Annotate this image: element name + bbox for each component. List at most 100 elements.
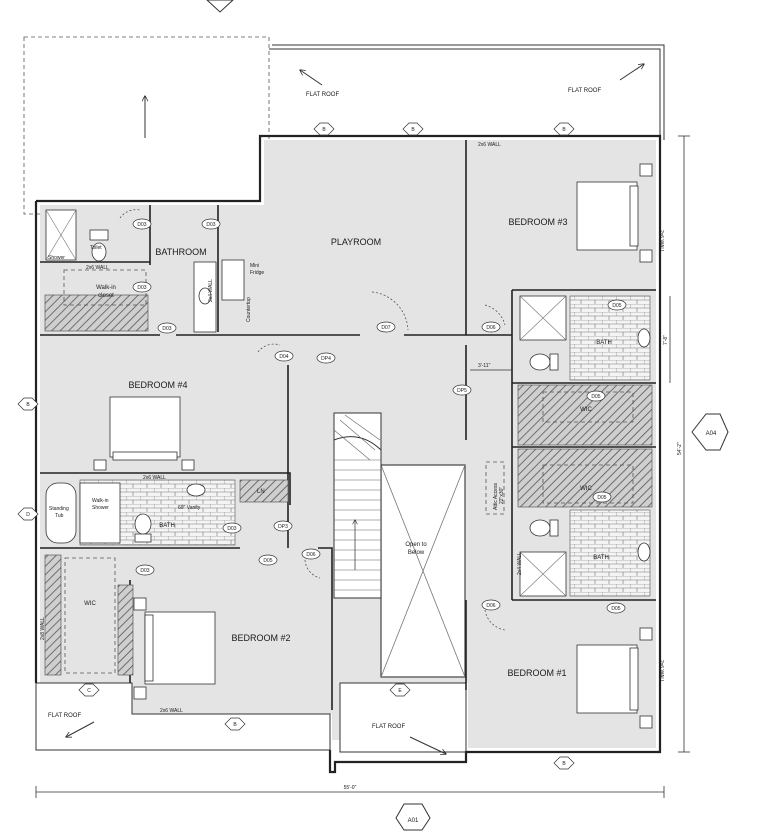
- hatch-wall-6: [239, 479, 289, 503]
- door-tag: D06: [481, 599, 501, 611]
- svg-text:D07: D07: [381, 325, 390, 331]
- door-tag: D05: [586, 390, 606, 402]
- toilet-bath3: [529, 353, 559, 371]
- room-bedroom4: BEDROOM #4: [128, 380, 187, 390]
- section-mark-bottom: A01: [395, 803, 431, 831]
- svg-text:D06: D06: [486, 603, 495, 609]
- room-bedroom1: BEDROOM #1: [507, 668, 566, 678]
- svg-text:B: B: [562, 127, 566, 133]
- svg-text:B: B: [411, 127, 415, 133]
- shower-bathroom: [45, 209, 77, 261]
- flat-roof-label-4: FLAT ROOF: [372, 724, 405, 730]
- room-linen: LN: [257, 489, 265, 495]
- svg-text:D03: D03: [227, 526, 236, 532]
- walkin-closet-line2: closet: [98, 293, 114, 299]
- fixture-mini-fridge-1: Mini: [250, 263, 259, 269]
- svg-text:D06: D06: [486, 325, 495, 331]
- hatch-wall-5: [117, 584, 134, 676]
- door-tag: D06: [301, 548, 321, 560]
- open-to-below-line1: Open to: [405, 542, 427, 548]
- hatch-wall-4: [44, 554, 62, 676]
- fixture-countertop: Countertop: [246, 297, 252, 322]
- section-mark-top: [206, 0, 234, 13]
- room-wic-b3: WIC: [580, 407, 592, 413]
- svg-text:D06: D06: [306, 552, 315, 558]
- room-bath-b3: BATH: [596, 340, 612, 346]
- flat-roof-label-2: FLAT ROOF: [568, 88, 601, 94]
- door-tag: DP4: [316, 352, 336, 364]
- svg-text:D05: D05: [597, 495, 606, 501]
- section-mark-right: A04: [691, 413, 729, 451]
- svg-text:DP5: DP5: [457, 388, 467, 394]
- dimension-depth-label: 54'-2": [677, 442, 683, 455]
- svg-text:D05: D05: [591, 394, 600, 400]
- fixture-vanity: 60" Vanity: [178, 505, 201, 511]
- wic-shelf-b2: [64, 557, 116, 674]
- room-bedroom3: BEDROOM #3: [508, 217, 567, 227]
- svg-text:D03: D03: [140, 568, 149, 574]
- door-tag: D06: [481, 321, 501, 333]
- wall-note-bottom: 2x6 WALL: [160, 708, 183, 714]
- fixture-toilet: Toilet: [90, 245, 102, 251]
- dimension-width-label: 55'-0": [344, 785, 357, 791]
- door-tag: D05: [606, 602, 626, 614]
- lower-flat-roof-left: [35, 682, 331, 751]
- door-tag: D07: [376, 321, 396, 333]
- room-bedroom2: BEDROOM #2: [231, 633, 290, 643]
- grid-mark: B: [553, 756, 575, 770]
- door-tag: D03: [157, 322, 177, 334]
- room-wic-b1: WIC: [580, 486, 592, 492]
- svg-text:DP3: DP3: [278, 524, 288, 530]
- attic-access-line1: Attic Access: [493, 483, 499, 510]
- svg-text:A04: A04: [706, 431, 717, 437]
- svg-text:B: B: [562, 761, 566, 767]
- svg-text:B: B: [322, 127, 326, 133]
- door-tag: D03: [222, 522, 242, 534]
- wall-note-bath1: 2x4 WALL: [517, 552, 523, 575]
- svg-text:D03: D03: [137, 222, 146, 228]
- tile-floor-bath1: [569, 509, 651, 597]
- wic-shelf-b3: [542, 391, 634, 423]
- svg-text:D03: D03: [162, 326, 171, 332]
- room-bath-b1: BATH: [593, 555, 609, 561]
- attic-access-line2: 22"x30": [499, 487, 505, 504]
- svg-text:B: B: [233, 722, 237, 728]
- room-bath-b4: BATH: [159, 523, 175, 529]
- bed-bedroom3: [576, 163, 653, 263]
- svg-text:DP4: DP4: [321, 356, 331, 362]
- sink-bath3: [637, 328, 651, 348]
- grid-mark: B: [313, 122, 335, 136]
- svg-text:D: D: [26, 512, 30, 518]
- svg-text:D05: D05: [263, 558, 272, 564]
- flat-roof-label-3: FLAT ROOF: [48, 713, 81, 719]
- door-tag: D03: [135, 564, 155, 576]
- grid-mark: D: [17, 507, 39, 521]
- grid-mark: C: [78, 683, 100, 697]
- wall-note-fridge: 2x4 WALL: [208, 279, 214, 302]
- attic-access: [485, 461, 505, 515]
- wall-note-right-2: 2x6 WALL: [658, 660, 664, 683]
- deck-outline: [23, 36, 270, 215]
- svg-text:D03: D03: [206, 222, 215, 228]
- walkin-shower-b4: [79, 482, 121, 544]
- door-tag: D05: [592, 491, 612, 503]
- door-tag: DP5: [452, 384, 472, 396]
- dimension-overall-width: [35, 786, 665, 798]
- vanity-sink: [186, 483, 206, 497]
- toilet-bath1: [529, 519, 559, 537]
- room-playroom: PLAYROOM: [331, 237, 381, 247]
- shower-bath1: [519, 551, 567, 597]
- svg-text:A01: A01: [408, 818, 419, 824]
- dimension-bath-label: 7'-8": [663, 335, 669, 345]
- fixture-walkin-shower-2: Shower: [92, 505, 109, 511]
- mini-fridge: [221, 259, 245, 301]
- grid-mark: B: [17, 397, 39, 411]
- fixture-mini-fridge-2: Fridge: [250, 270, 264, 276]
- fixture-standing-tub-1: Standing: [49, 506, 69, 512]
- svg-text:E: E: [398, 688, 402, 694]
- bed-bedroom2: [133, 597, 216, 700]
- wall-note-bath4: 2x6 WALL: [143, 475, 166, 481]
- toilet-bathroom: [89, 229, 109, 262]
- door-tag: D03: [132, 281, 152, 293]
